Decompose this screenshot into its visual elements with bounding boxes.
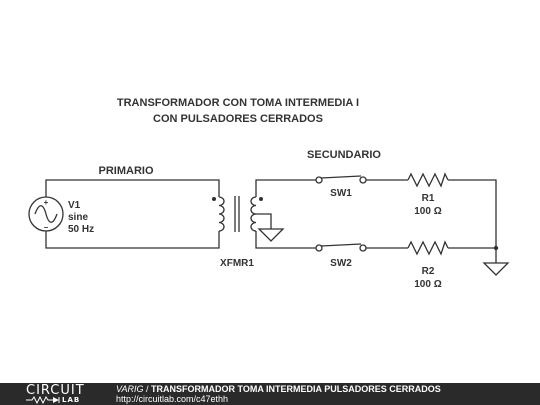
- footer-separator: /: [143, 384, 152, 394]
- logo-resistor-icon: [26, 396, 60, 404]
- switch-sw1-label: SW1: [330, 188, 352, 199]
- source-frequency: 50 Hz: [68, 224, 94, 235]
- primary-label: PRIMARIO: [99, 165, 154, 177]
- resistor-r1-value: 100 Ω: [414, 206, 441, 217]
- svg-text:+: +: [44, 198, 49, 207]
- resistor-r1-name: R1: [422, 193, 435, 204]
- footer-bar: CIRCUIT LAB VARIG / TRANSFORMADOR TOMA I…: [0, 383, 540, 405]
- circuitlab-logo[interactable]: CIRCUIT LAB: [26, 383, 94, 405]
- source-type: sine: [68, 212, 88, 223]
- circuit-schematic: TRANSFORMADOR CON TOMA INTERMEDIA I CON …: [28, 97, 510, 290]
- switch-sw2-label: SW2: [330, 258, 352, 269]
- resistor-r2-name: R2: [422, 266, 435, 277]
- transformer-name: XFMR1: [220, 258, 254, 269]
- schematic-title-line1: TRANSFORMADOR CON TOMA INTERMEDIA I: [117, 97, 359, 109]
- transformer-xfmr1: [212, 196, 263, 232]
- footer-title-line: VARIG / TRANSFORMADOR TOMA INTERMEDIA PU…: [116, 384, 441, 394]
- source-name: V1: [68, 200, 81, 211]
- resistor-r1: [407, 172, 449, 188]
- schematic-title-line2: CON PULSADORES CERRADOS: [153, 113, 323, 125]
- logo-text-top: CIRCUIT: [26, 383, 85, 398]
- resistor-r2: [407, 240, 449, 256]
- switch-sw1: [315, 175, 367, 184]
- footer-author[interactable]: VARIG: [116, 384, 144, 394]
- switch-sw2: [315, 243, 367, 252]
- logo-text-bottom: LAB: [62, 396, 81, 404]
- voltage-source-v1: + −: [28, 196, 64, 232]
- primary-wiring: [45, 179, 220, 249]
- resistor-r2-value: 100 Ω: [414, 279, 441, 290]
- svg-text:−: −: [44, 223, 49, 232]
- secondary-label: SECUNDARIO: [307, 149, 381, 161]
- footer-url[interactable]: http://circuitlab.com/c47ethh: [116, 394, 229, 404]
- secondary-wiring: [255, 179, 510, 276]
- footer-circuit-title: TRANSFORMADOR TOMA INTERMEDIA PULSADORES…: [151, 384, 441, 394]
- center-tap-ground: [256, 213, 285, 242]
